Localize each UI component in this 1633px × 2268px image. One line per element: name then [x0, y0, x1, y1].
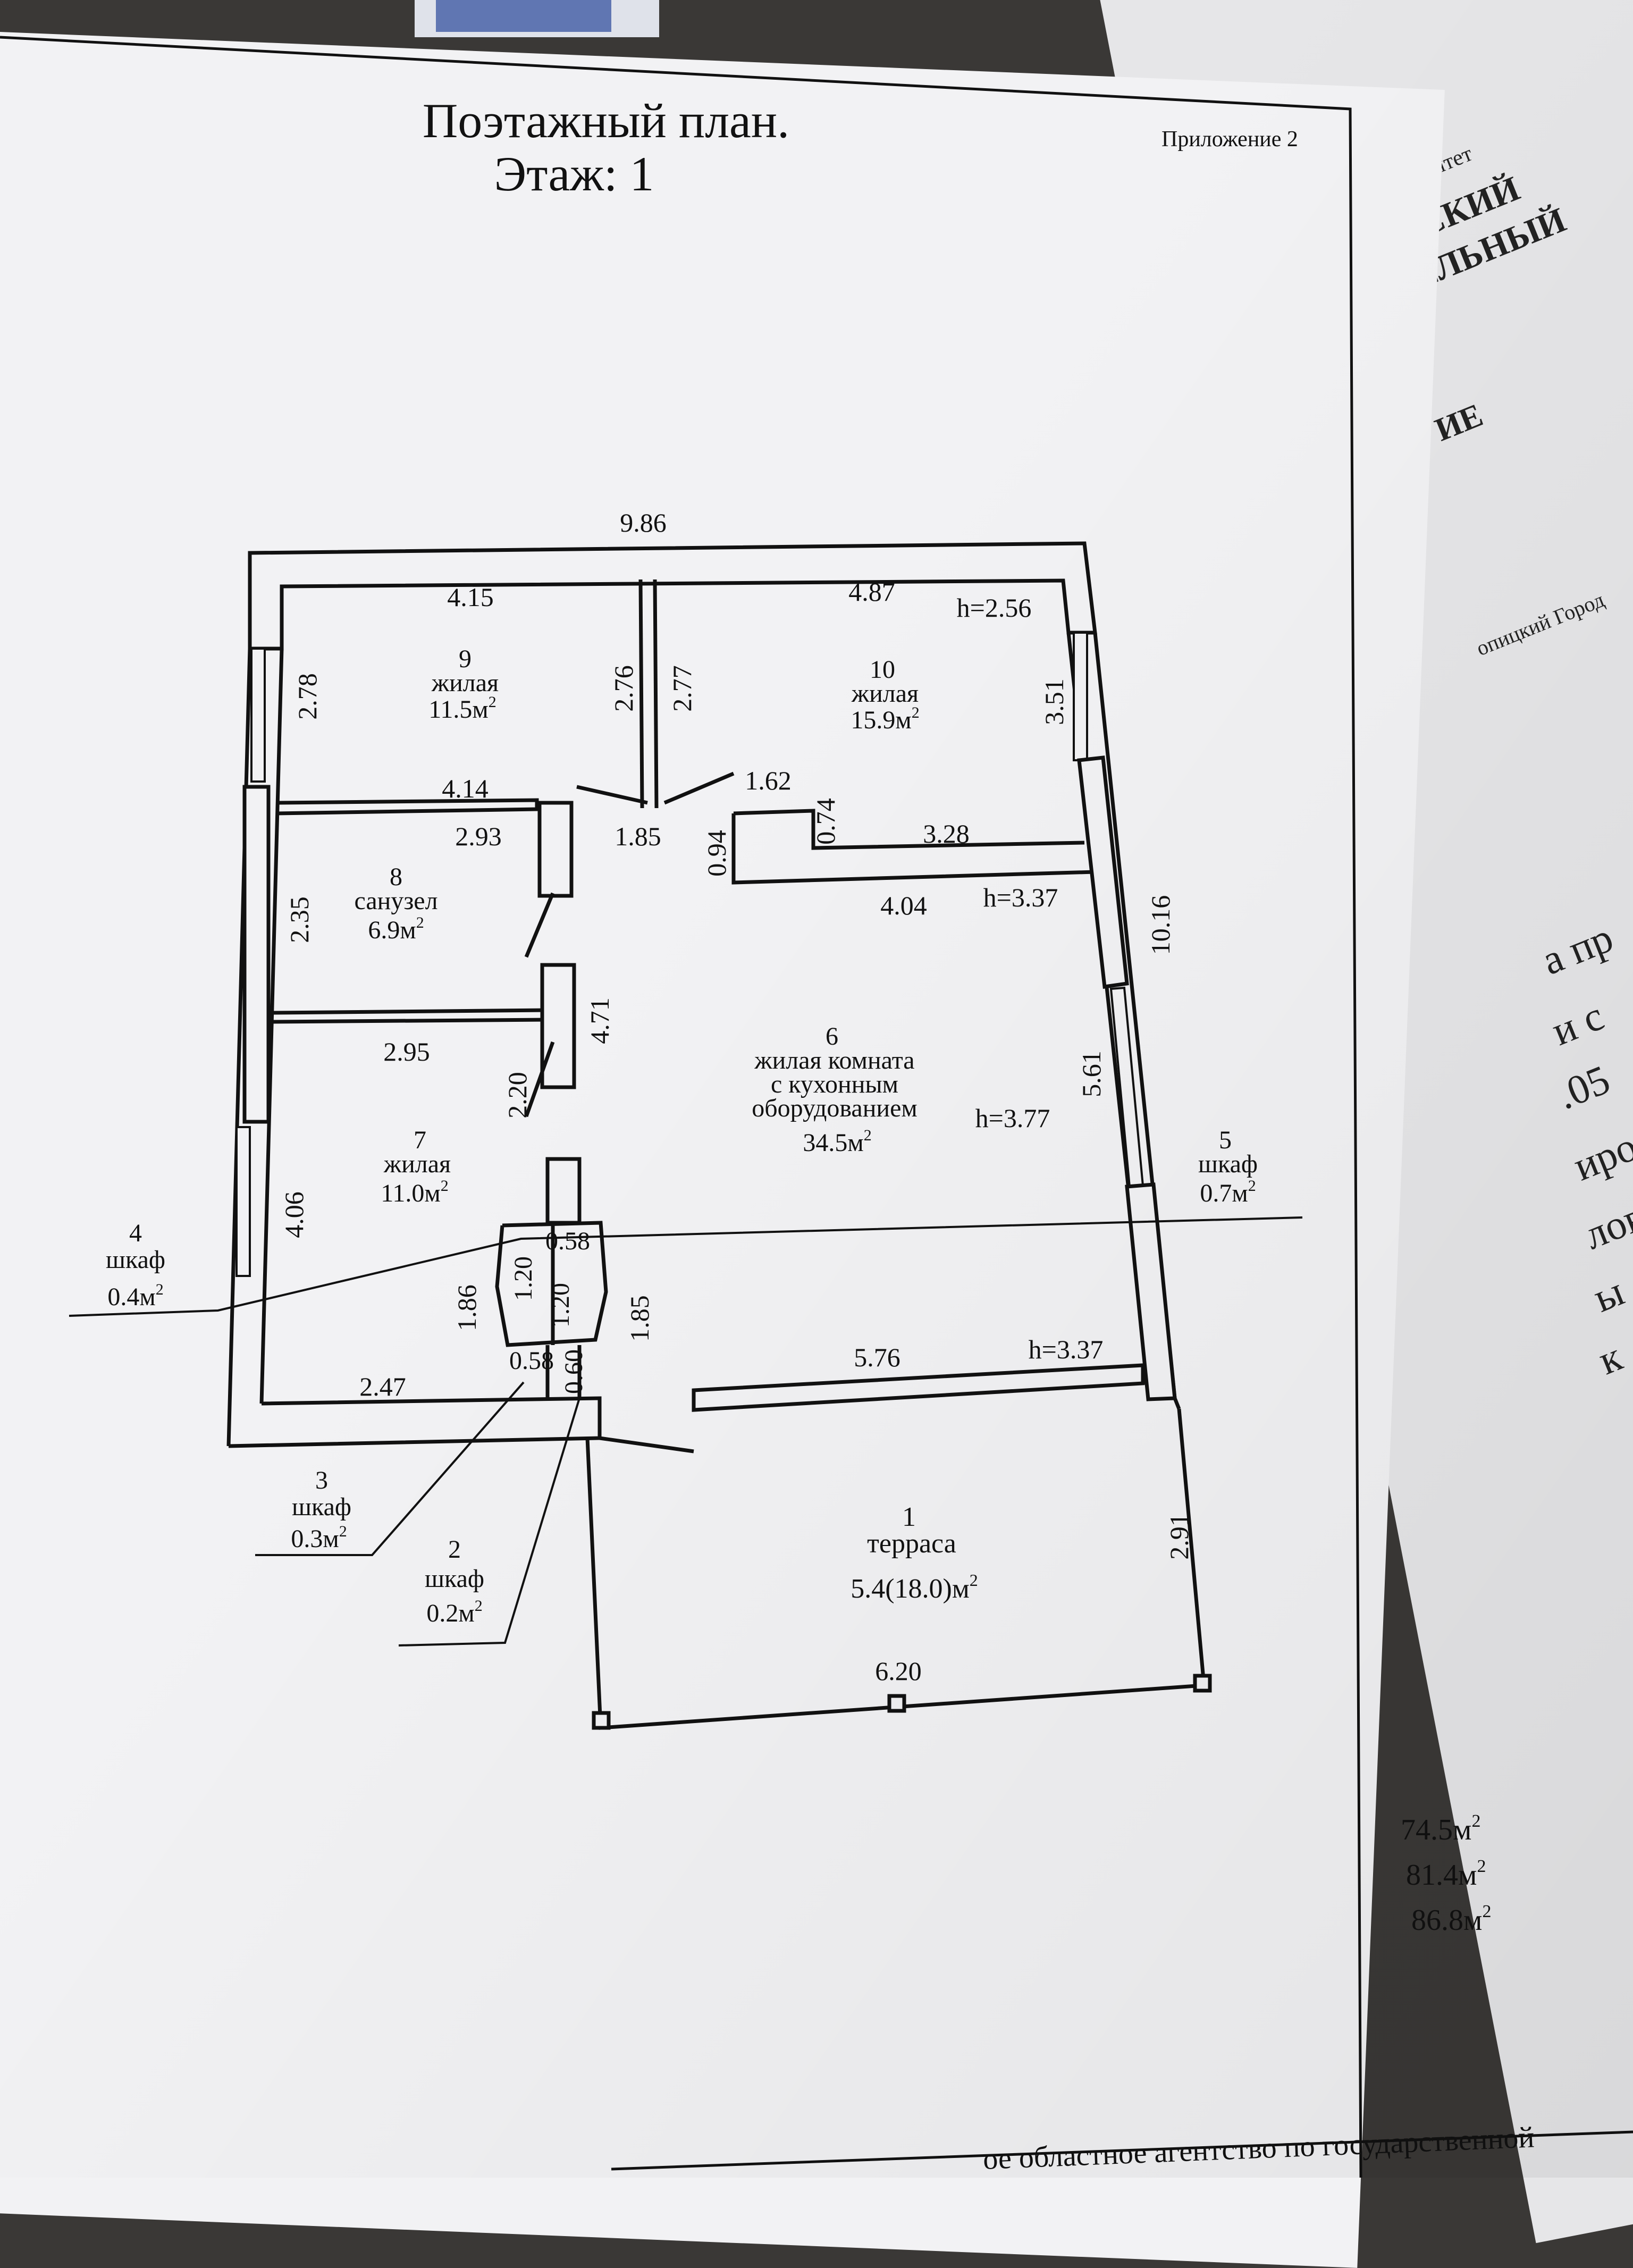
svg-text:0.3м2: 0.3м2	[291, 1523, 347, 1553]
room-1-label: 1 терраса 5.4(18.0)м2	[851, 1502, 978, 1604]
area-totals: 74.5м2 81.4м2 86.8м2	[1401, 1811, 1491, 1937]
svg-text:жилая: жилая	[383, 1150, 451, 1178]
svg-text:0.2м2: 0.2м2	[426, 1597, 482, 1627]
dim-0-60: 0.60	[560, 1349, 588, 1394]
dim-2-47: 2.47	[359, 1372, 406, 1401]
svg-text:шкаф: шкаф	[106, 1246, 165, 1274]
svg-text:2: 2	[448, 1535, 461, 1564]
svg-text:86.8м2: 86.8м2	[1411, 1902, 1491, 1937]
room-6-label: 6 жилая комната с кухонным оборудованием…	[752, 1022, 917, 1157]
dim-1-62: 1.62	[745, 766, 792, 795]
svg-text:терраса: терраса	[867, 1528, 956, 1559]
page-border	[0, 36, 1362, 2178]
dim-9-86: 9.86	[620, 508, 667, 537]
dim-2-20: 2.20	[502, 1072, 532, 1119]
dim-4-14: 4.14	[442, 774, 489, 803]
dim-0-58-top: 0.58	[545, 1227, 590, 1255]
dim-4-87: 4.87	[848, 577, 895, 607]
svg-text:6.9м2: 6.9м2	[368, 914, 424, 944]
dim-1-85-bottom: 1.85	[625, 1295, 654, 1342]
svg-text:1: 1	[902, 1502, 916, 1532]
room-4-label: 4 шкаф 0.4м2	[106, 1219, 165, 1311]
dim-2-76: 2.76	[609, 665, 638, 712]
dim-0-58-bottom: 0.58	[509, 1347, 554, 1375]
svg-text:0.4м2: 0.4м2	[107, 1281, 163, 1311]
footer-rule	[611, 2130, 1633, 2171]
height-2-56: h=2.56	[957, 593, 1032, 623]
dim-10-16: 10.16	[1146, 895, 1175, 955]
dim-2-95: 2.95	[383, 1037, 430, 1066]
dim-4-04: 4.04	[880, 891, 927, 920]
svg-text:81.4м2: 81.4м2	[1406, 1857, 1486, 1892]
dim-5-76: 5.76	[854, 1342, 900, 1372]
svg-text:6: 6	[826, 1022, 838, 1051]
room-7-label: 7 жилая 11.0м2	[381, 1126, 451, 1207]
svg-text:шкаф: шкаф	[292, 1493, 351, 1521]
room-8-label: 8 санузел 6.9м2	[354, 863, 437, 944]
floor-label: Этаж: 1	[494, 147, 654, 201]
svg-text:5: 5	[1219, 1126, 1232, 1154]
dim-1-20-right: 1.20	[546, 1283, 575, 1328]
top-corner-blue-print	[436, 0, 611, 32]
svg-text:15.9м2: 15.9м2	[851, 704, 919, 734]
appendix-label: Приложение 2	[1161, 127, 1298, 152]
height-3-37-top: h=3.37	[983, 883, 1058, 912]
room-10-label: 10 жилая 15.9м2	[851, 656, 919, 734]
dim-1-20-left: 1.20	[509, 1256, 537, 1301]
dim-3-51: 3.51	[1039, 678, 1069, 725]
svg-text:шкаф: шкаф	[1198, 1150, 1258, 1178]
dim-0-74: 0.74	[811, 798, 840, 845]
svg-text:10: 10	[870, 656, 895, 684]
plan-title: Поэтажный план.	[423, 94, 789, 148]
floor-plan-drawing: Поэтажный план. Этаж: 1 Приложение 2	[0, 36, 1633, 2178]
svg-text:3: 3	[315, 1466, 328, 1494]
svg-text:8: 8	[390, 863, 402, 891]
svg-text:оборудованием: оборудованием	[752, 1094, 917, 1122]
dim-2-35: 2.35	[284, 896, 314, 943]
svg-text:11.5м2: 11.5м2	[428, 693, 496, 724]
svg-text:санузел: санузел	[354, 887, 437, 915]
room-5-label: 5 шкаф 0.7м2	[1198, 1126, 1258, 1207]
dim-4-71: 4.71	[585, 997, 615, 1044]
svg-text:34.5м2: 34.5м2	[803, 1127, 871, 1157]
svg-text:4: 4	[129, 1219, 142, 1247]
dim-2-77: 2.77	[667, 665, 697, 712]
dim-2-78: 2.78	[292, 673, 322, 720]
dim-6-20: 6.20	[875, 1656, 922, 1686]
room-3-label: 3 шкаф 0.3м2	[291, 1466, 351, 1553]
dim-4-15: 4.15	[447, 582, 494, 612]
svg-text:11.0м2: 11.0м2	[381, 1177, 449, 1207]
dim-2-91: 2.91	[1164, 1513, 1194, 1560]
room-9-label: 9 жилая 11.5м2	[428, 645, 499, 724]
dim-0-94: 0.94	[702, 830, 731, 877]
footer-agency-text: ое областное агентство по государственно…	[982, 2121, 1535, 2176]
leader-lines	[69, 1216, 1303, 1647]
svg-text:жилая комната: жилая комната	[754, 1046, 914, 1074]
svg-text:шкаф: шкаф	[425, 1565, 484, 1593]
svg-text:9: 9	[459, 645, 472, 673]
dim-5-61: 5.61	[1076, 1051, 1106, 1097]
dim-1-85-top: 1.85	[615, 821, 661, 851]
dim-4-06: 4.06	[279, 1191, 309, 1238]
walls	[226, 541, 1212, 1730]
svg-text:с кухонным: с кухонным	[771, 1070, 898, 1098]
room-2-label: 2 шкаф 0.2м2	[425, 1535, 484, 1627]
height-3-37-bottom: h=3.37	[1029, 1334, 1104, 1364]
dim-1-86: 1.86	[452, 1284, 482, 1331]
svg-text:74.5м2: 74.5м2	[1401, 1811, 1480, 1846]
svg-text:жилая: жилая	[431, 669, 499, 697]
height-3-77: h=3.77	[975, 1103, 1050, 1133]
dim-3-28: 3.28	[923, 819, 970, 849]
svg-text:0.7м2: 0.7м2	[1200, 1177, 1256, 1207]
svg-text:жилая: жилая	[851, 679, 919, 708]
svg-text:7: 7	[414, 1126, 426, 1154]
dim-2-93: 2.93	[455, 821, 502, 851]
svg-text:5.4(18.0)м2: 5.4(18.0)м2	[851, 1570, 978, 1604]
